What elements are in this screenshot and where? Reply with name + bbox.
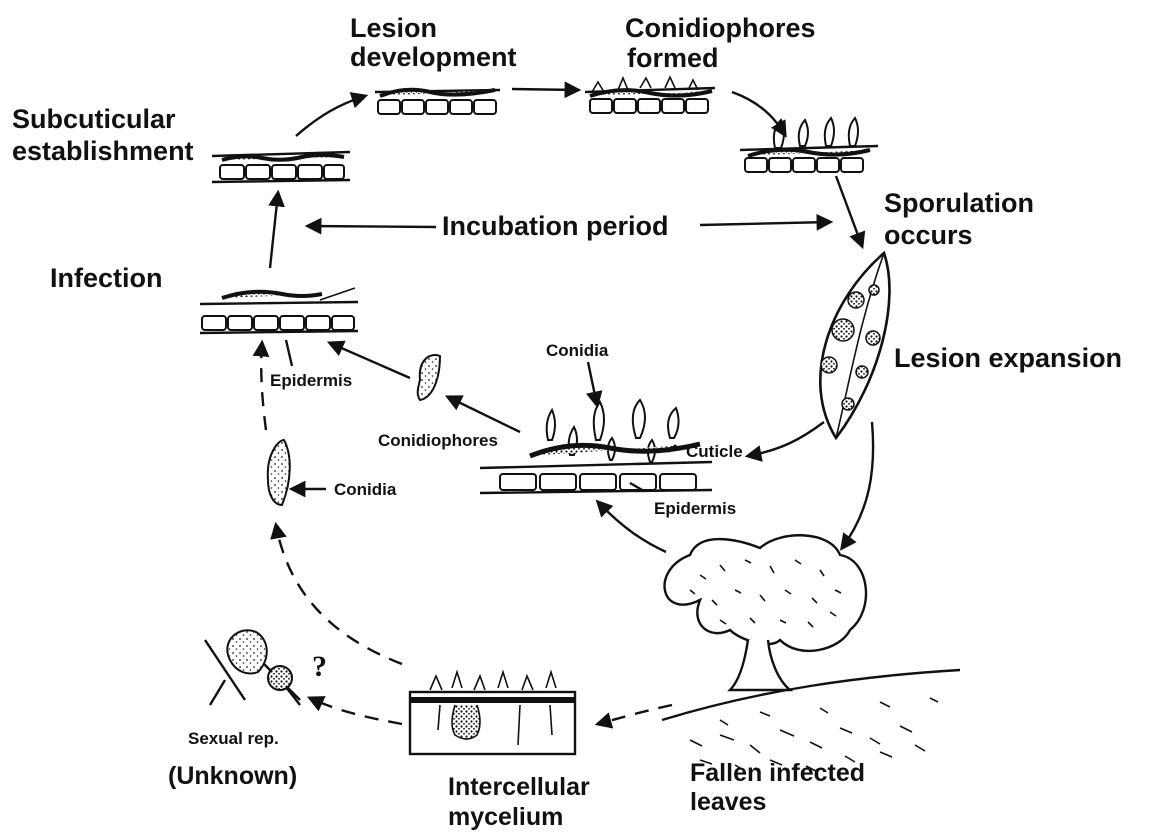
label-lesion-development-2: development [350,42,517,72]
label-center-cuticle: Cuticle [686,442,743,461]
sexual-reproduction-illustration [205,630,300,705]
conidium-spore-left [268,440,290,505]
label-infection: Infection [50,263,163,293]
label-left-epidermis: Epidermis [270,371,352,390]
label-fallen-leaves-2: leaves [690,788,766,816]
label-subcuticular-1: Subcuticular [12,104,176,134]
label-question-mark: ? [312,650,327,683]
label-left-conidia: Conidia [334,480,397,499]
label-center-conidia: Conidia [546,341,609,360]
label-sexual-rep: Sexual rep. [188,729,279,748]
label-intercellular-1: Intercellular [448,773,590,801]
label-center-epidermis: Epidermis [654,499,736,518]
label-center-conidiophores: Conidiophores [378,431,498,450]
label-conidiophores-formed-2: formed [627,43,719,73]
label-conidiophores-formed-1: Conidiophores [625,13,816,43]
label-lesion-expansion: Lesion expansion [894,343,1122,373]
intercellular-mycelium-illustration [410,672,575,754]
label-sporulation-2: occurs [884,220,973,250]
label-subcuticular-2: establishment [12,136,194,166]
lesion-development-illustration [375,90,500,114]
infected-leaf-illustration [820,253,889,438]
label-fallen-leaves-1: Fallen infected [690,759,865,787]
label-incubation-period: Incubation period [442,211,669,241]
label-lesion-development-1: Lesion [350,13,437,43]
subcuticular-illustration [212,152,350,182]
center-cross-section-illustration [480,400,712,493]
conidium-spore-upper [418,355,440,400]
label-intercellular-2: mycelium [448,803,563,831]
sporulation-illustration [740,118,878,172]
label-sporulation-1: Sporulation [884,188,1034,218]
conidiophores-formed-illustration [585,77,715,113]
infection-illustration [200,288,358,333]
tree-illustration [662,535,960,772]
label-unknown: (Unknown) [168,762,297,790]
